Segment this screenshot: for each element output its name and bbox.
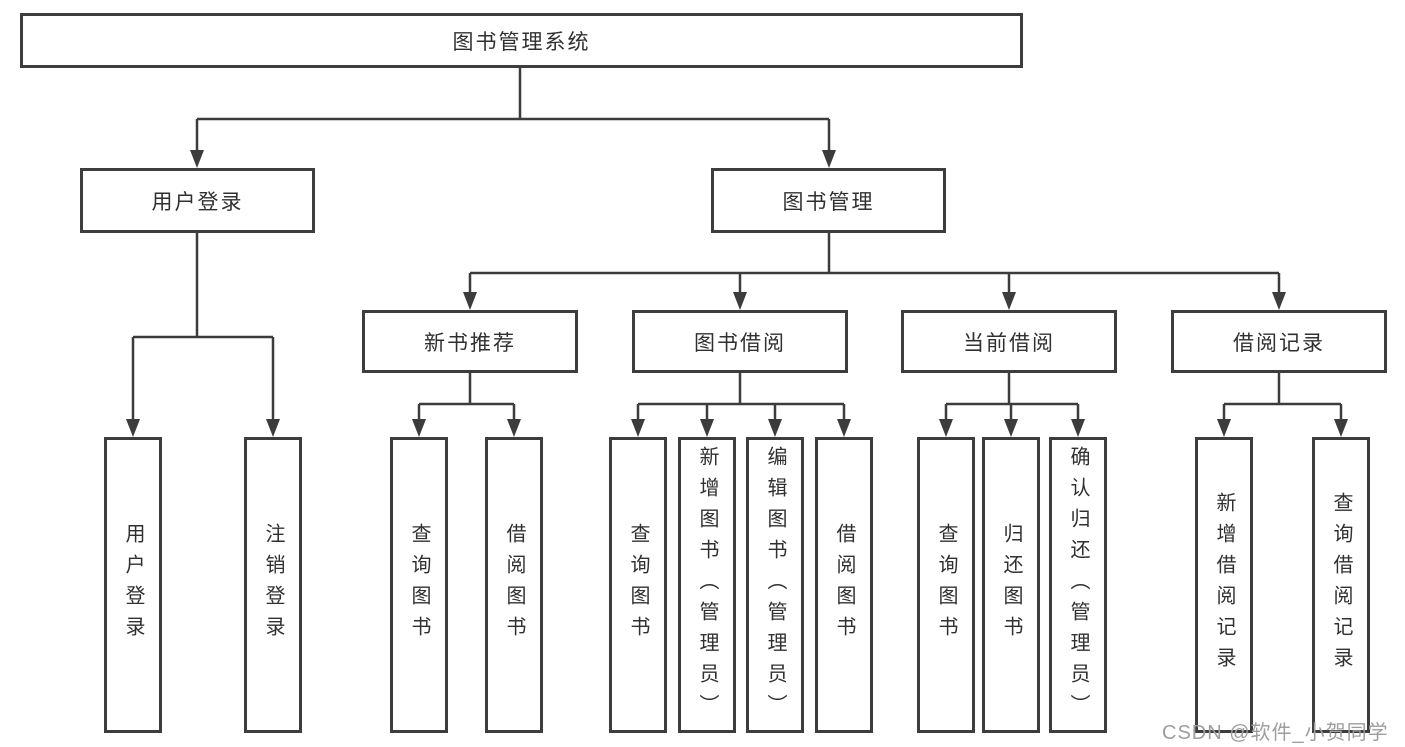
node-current-borrow: 当前借阅 (901, 310, 1117, 373)
arrow-icon (631, 419, 645, 437)
leaf-return-books: 归还图书 (982, 437, 1040, 733)
arrow-icon (463, 292, 477, 310)
node-borrow-records-label: 借阅记录 (1233, 331, 1325, 355)
node-user-login-label: 用户登录 (151, 190, 244, 214)
leaf-add-borrow-record: 新增借阅记录 (1195, 437, 1253, 733)
arrow-icon (266, 419, 280, 437)
leaf-return-books-label: 归还图书 (1000, 523, 1022, 647)
leaf-newbook-borrow-books: 借阅图书 (485, 437, 543, 733)
leaf-newbook-query-books: 查询图书 (390, 437, 448, 733)
leaf-user-login-label: 用户登录 (122, 523, 144, 647)
arrow-icon (733, 292, 747, 310)
arrow-icon (1071, 419, 1085, 437)
leaf-add-books-admin: 新增图书（管理员） (678, 437, 736, 733)
arrow-icon (1334, 419, 1348, 437)
leaf-current-query-books: 查询图书 (917, 437, 975, 733)
connector-newbook-to-leaves (417, 373, 516, 421)
arrow-icon (700, 419, 714, 437)
connector-userlogin-to-leaves (131, 233, 275, 421)
arrow-icon (768, 419, 782, 437)
connector-borrowrecord-to-leaves (1222, 373, 1343, 421)
arrow-icon (1272, 292, 1286, 310)
node-borrow-records: 借阅记录 (1171, 310, 1387, 373)
leaf-edit-books-admin: 编辑图书（管理员） (746, 437, 804, 733)
csdn-watermark: CSDN @软件_小贺同学 (1162, 722, 1389, 744)
leaf-logout: 注销登录 (244, 437, 302, 733)
arrow-icon (507, 419, 521, 437)
node-new-book-recommend: 新书推荐 (362, 310, 578, 373)
arrowheads (126, 150, 1348, 437)
arrow-icon (126, 419, 140, 437)
leaf-confirm-return-admin: 确认归还（管理员） (1049, 437, 1107, 733)
arrow-icon (190, 150, 204, 168)
leaf-newbook-query-books-label: 查询图书 (408, 523, 430, 647)
leaf-newbook-borrow-books-label: 借阅图书 (503, 523, 525, 647)
arrow-icon (939, 419, 953, 437)
arrow-icon (822, 150, 836, 168)
leaf-borrow-query-books-label: 查询图书 (627, 523, 649, 647)
leaf-current-query-books-label: 查询图书 (935, 523, 957, 647)
leaf-user-login: 用户登录 (104, 437, 162, 733)
connector-currentborrow-to-leaves (944, 373, 1080, 421)
node-book-management: 图书管理 (711, 168, 946, 233)
leaf-borrow-books-label: 借阅图书 (833, 523, 855, 647)
arrow-icon (412, 419, 426, 437)
arrow-icon (1217, 419, 1231, 437)
leaf-query-borrow-record-label: 查询借阅记录 (1330, 492, 1352, 678)
leaf-add-books-admin-label: 新增图书（管理员） (696, 445, 718, 725)
node-book-management-label: 图书管理 (782, 190, 875, 214)
leaf-logout-label: 注销登录 (262, 523, 284, 647)
node-book-borrow-label: 图书借阅 (694, 331, 786, 355)
arrow-icon (1002, 292, 1016, 310)
node-book-borrow: 图书借阅 (632, 310, 848, 373)
leaf-borrow-books: 借阅图书 (815, 437, 873, 733)
leaf-add-borrow-record-label: 新增借阅记录 (1213, 492, 1235, 678)
node-root-label: 图书管理系统 (452, 30, 591, 54)
node-current-borrow-label: 当前借阅 (963, 331, 1055, 355)
node-new-book-recommend-label: 新书推荐 (424, 331, 516, 355)
leaf-query-borrow-record: 查询借阅记录 (1312, 437, 1370, 733)
connector-bookborrow-to-leaves (636, 373, 846, 421)
node-root: 图书管理系统 (20, 13, 1023, 68)
leaf-edit-books-admin-label: 编辑图书（管理员） (764, 445, 786, 725)
node-user-login: 用户登录 (80, 168, 315, 233)
connector-root-to-level2 (195, 68, 831, 152)
arrow-icon (1004, 419, 1018, 437)
leaf-borrow-query-books: 查询图书 (609, 437, 667, 733)
arrow-icon (837, 419, 851, 437)
leaf-confirm-return-admin-label: 确认归还（管理员） (1067, 445, 1089, 725)
connector-bookmgmt-to-level3 (468, 233, 1281, 294)
